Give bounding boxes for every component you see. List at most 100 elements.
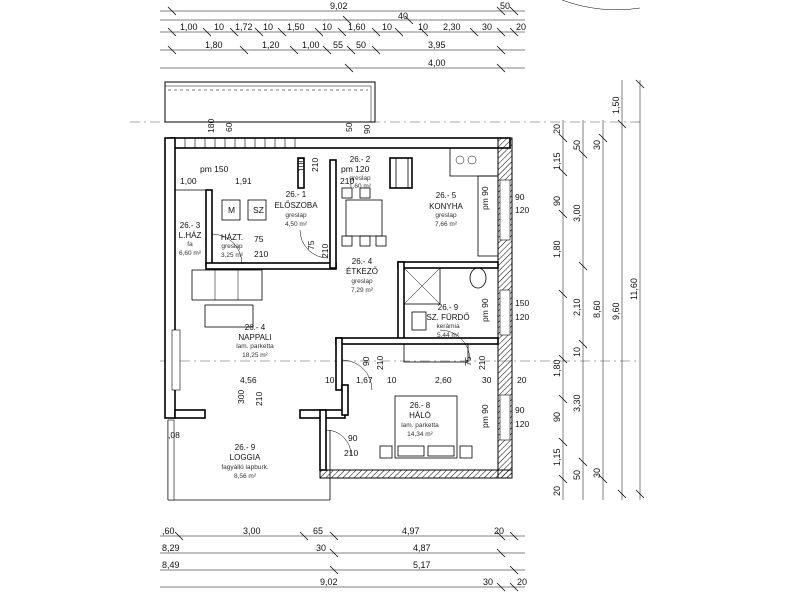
dim-top-r2-0: 40 — [398, 11, 408, 21]
dim-right-c1-6: 1,15 — [552, 448, 562, 466]
room-eloszoba-name: ELŐSZOBA — [274, 201, 318, 210]
room-lhaz-name: L.HÁZ — [179, 231, 202, 240]
pm90-a: pm 90 — [480, 186, 490, 210]
room-furdo-name: SZ. FÜRDŐ — [426, 313, 469, 322]
room-wc-area: 1,60 m² — [349, 183, 372, 190]
lbl-30: 30 — [482, 375, 492, 385]
dim-top-r3-7: 10 — [382, 22, 392, 32]
dim-top-r3-10: 30 — [482, 22, 492, 32]
room-konyha-code: 26.- 5 — [436, 191, 457, 200]
north-arc — [561, 0, 641, 11]
lbl-167: 1,67 — [356, 375, 373, 385]
top-dimension-lines: 9,02 50 40 1,00 10 1,72 10 1,50 10 1,60 … — [160, 1, 526, 73]
dim-bottom-r4-2: 20 — [517, 577, 527, 587]
win-120-a: 120 — [515, 205, 529, 215]
room-nappali-code: 26.- 4 — [245, 323, 266, 332]
opening-210-c: 210 — [254, 249, 268, 259]
dim-bottom-r2-0: 8,29 — [162, 543, 180, 553]
opening-75-b: 75 — [306, 240, 316, 250]
room-hazt-name: HÁZT. — [221, 233, 243, 242]
opening-50: 50 — [344, 122, 354, 132]
room-halo-floor: lam. parketta — [401, 422, 439, 429]
dim-right-c2-2: 2,10 — [572, 298, 582, 316]
dim-right-c1-4: 1,80 — [552, 359, 562, 377]
room-halo-name: HÁLÓ — [409, 411, 431, 420]
room-hazt-floor: greslap — [221, 243, 243, 250]
room-loggia-name: LOGGIA — [230, 453, 261, 462]
opening-75-a: 75 — [254, 234, 264, 244]
opening-75-c: 75 — [463, 356, 473, 366]
dim-top-r4-3: 55 — [333, 40, 343, 50]
dim-bottom-r2-1: 30 — [316, 543, 326, 553]
windows — [167, 179, 511, 501]
dim-right-c2-1: 3,00 — [572, 204, 582, 222]
lbl-20: 20 — [517, 375, 527, 385]
opening-60: 60 — [224, 122, 234, 132]
room-furdo-floor: kerámia — [436, 323, 460, 330]
opening-90-c: 90 — [348, 433, 358, 443]
room-etkezo-name: ÉTKEZŐ — [346, 267, 378, 276]
stair-label: pm 150 — [200, 164, 229, 174]
dim-top-r3-0: 1,00 — [180, 22, 198, 32]
room-nappali-name: NAPPALI — [238, 333, 271, 342]
room-konyha-area: 7,66 m² — [435, 221, 458, 228]
room-furdo-code: 26.- 9 — [438, 303, 459, 312]
room-wc-code: 26.- 2 — [350, 155, 371, 164]
dim-bottom-r1-4: 20 — [494, 526, 504, 536]
opening-210-b: 210 — [340, 176, 354, 186]
room-eloszoba-code: 26.- 1 — [286, 190, 307, 199]
dim-top-r3-11: 20 — [516, 22, 526, 32]
dim-right-c4-0: 1,50 — [611, 96, 621, 114]
room-lhaz-area: 6,60 m² — [179, 250, 202, 257]
win-120-b: 120 — [515, 312, 529, 322]
dim-right-c1-5: 90 — [552, 412, 562, 422]
lbl-08: ,08 — [168, 430, 180, 440]
opening-90-a: 90 — [361, 356, 371, 366]
pm90-b: pm 90 — [480, 298, 490, 322]
room-nappali-floor: lam. parketta — [236, 343, 274, 350]
room-eloszoba-floor: greslap — [285, 212, 307, 219]
dim-bottom-r3-0: 8,49 — [162, 560, 180, 570]
dim-right-c1-0: 20 — [552, 124, 562, 134]
room-wc-floor: greslap — [349, 175, 371, 182]
dim-top-r3-9: 2,30 — [443, 22, 461, 32]
room-loggia-code: 26.- 9 — [235, 443, 256, 452]
dim-bottom-r3-1: 5,17 — [413, 560, 431, 570]
furniture — [191, 147, 499, 459]
lbl-191: 1,91 — [235, 176, 252, 186]
room-lhaz-code: 26.- 3 — [180, 221, 201, 230]
room-labels: 26.- 1 ELŐSZOBA greslap 4,50 m² 26.- 2 g… — [179, 155, 470, 480]
dim-right-c1-7: 20 — [552, 486, 562, 496]
pm90-c: pm 90 — [480, 404, 490, 428]
room-nappali-area: 18,25 m² — [242, 352, 268, 359]
dim-top-r3-2: 1,72 — [235, 22, 253, 32]
room-etkezo-area: 7,29 m² — [351, 287, 374, 294]
dim-right-c3-0: 8,60 — [592, 300, 602, 318]
dim-bottom-r1-0: ,60 — [162, 526, 175, 536]
win-120-c: 120 — [515, 419, 529, 429]
dim-right-c1-3: 1,80 — [552, 240, 562, 258]
dim-bottom-r1-2: 65 — [313, 526, 323, 536]
dim-bottom-r4-0: 9,02 — [320, 577, 338, 587]
dim-top-r1-0: 9,02 — [330, 1, 348, 11]
wc-opening-label: pm 120 — [341, 164, 370, 174]
dim-bottom-r1-1: 3,00 — [243, 526, 261, 536]
dim-top-r3-1: 10 — [214, 22, 224, 32]
dim-right-c2-3: 3,30 — [572, 394, 582, 412]
opening-210-h: 210 — [254, 392, 264, 406]
dim-right-c1-1: 1,15 — [552, 152, 562, 170]
room-loggia-area: 8,56 m² — [234, 473, 257, 480]
opening-210-a: 210 — [310, 158, 320, 172]
opening-210-f: 210 — [375, 356, 385, 370]
opening-180: 180 — [206, 119, 216, 133]
dim-right-mark-2: 30 — [592, 468, 602, 478]
dim-top-r4-4: 50 — [356, 40, 366, 50]
opening-90-top: 90 — [362, 124, 372, 134]
dim-bottom-r2-2: 4,87 — [413, 543, 431, 553]
opening-300: 300 — [236, 390, 246, 404]
dim-bottom-r4-1: 30 — [483, 577, 493, 587]
room-halo-area: 14,34 m² — [407, 431, 433, 438]
dim-top-r1-1: 50 — [500, 1, 510, 11]
room-konyha-floor: greslap — [435, 212, 457, 219]
room-konyha-name: KONYHA — [429, 202, 463, 211]
